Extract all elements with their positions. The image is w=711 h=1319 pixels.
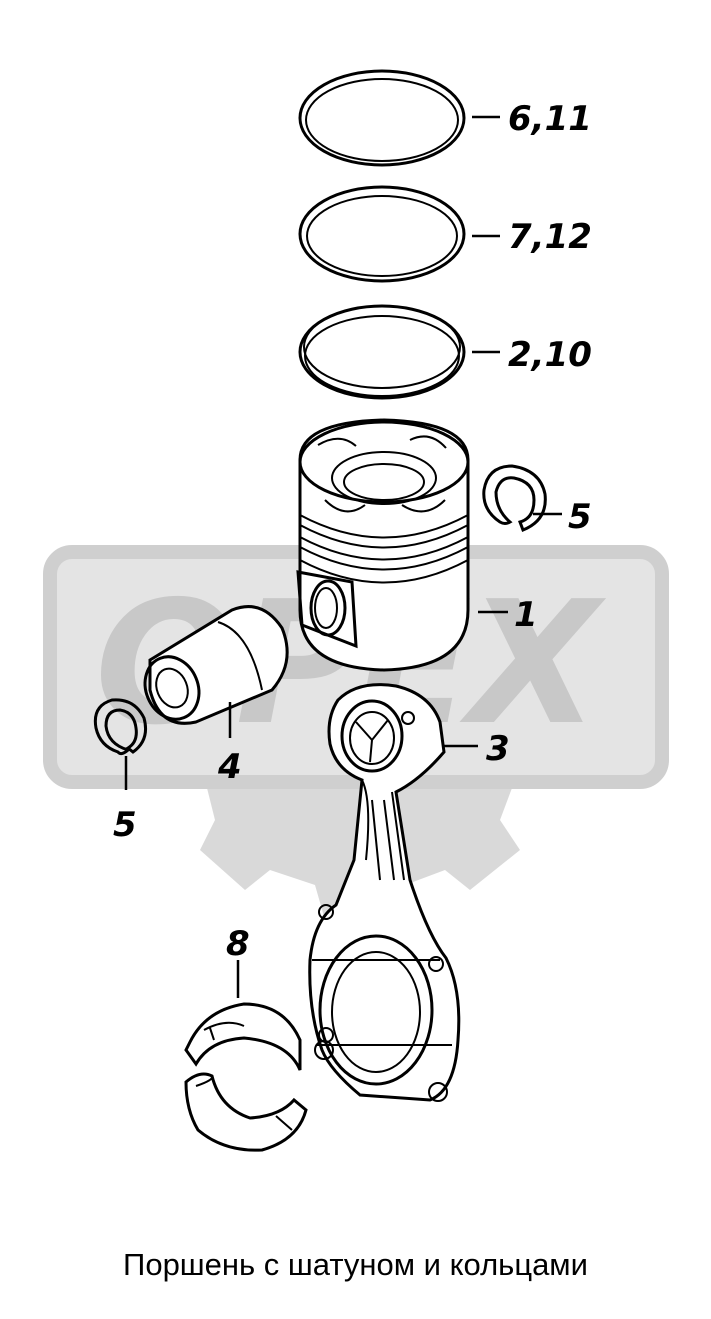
callout-circlip-left: 5 (113, 805, 137, 845)
callouts: 6,11 7,12 2,10 5 1 4 5 3 8 (113, 99, 592, 964)
circlip-left (93, 698, 148, 756)
callout-connecting-rod: 3 (486, 729, 510, 769)
bearing-shells (184, 1002, 308, 1152)
diagram-caption: Поршень с шатуном и кольцами (123, 1247, 588, 1282)
callout-bearing-shells: 8 (226, 924, 250, 964)
piston-pin (143, 605, 289, 725)
piston-ring-top (298, 69, 466, 167)
piston-ring-bottom (298, 304, 466, 400)
callout-ring-middle: 7,12 (508, 217, 592, 257)
circlip-right (482, 464, 547, 532)
leader-lines (124, 115, 562, 998)
callout-piston: 1 (514, 595, 538, 635)
connecting-rod (308, 683, 461, 1102)
callout-ring-bottom: 2,10 (508, 335, 592, 375)
callout-circlip-right: 5 (568, 497, 592, 537)
piston (296, 418, 470, 672)
callout-piston-pin: 4 (217, 747, 242, 787)
callout-ring-top: 6,11 (508, 99, 592, 139)
piston-ring-middle (298, 185, 466, 283)
